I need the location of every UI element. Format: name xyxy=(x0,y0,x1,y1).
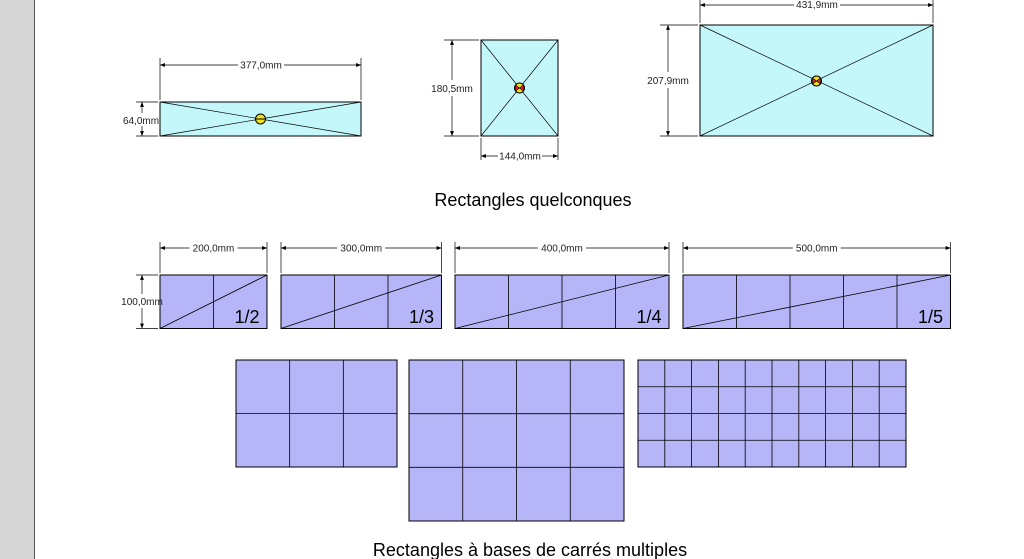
fraction-width-label: 300,0mm xyxy=(340,244,382,255)
center-marker-icon xyxy=(515,84,524,92)
fraction-label: 1/5 xyxy=(918,307,943,327)
fraction-diagonal xyxy=(682,274,951,329)
rect1-width-label: 377,0mm xyxy=(240,61,282,72)
fraction-width-label: 200,0mm xyxy=(193,244,235,255)
fraction-width-label: 400,0mm xyxy=(541,244,583,255)
rect3-group: 431,9mm 207,9mm xyxy=(647,0,934,137)
fraction-width-label: 500,0mm xyxy=(796,244,838,255)
fraction-height-label: 100,0mm xyxy=(121,297,163,308)
rect2-height-label: 180,5mm xyxy=(431,84,473,95)
fraction-label: 1/4 xyxy=(636,307,661,327)
fraction-diagonal xyxy=(159,274,268,329)
rect1-group: 377,0mm 64,0mm xyxy=(123,58,362,137)
fraction-diagonal xyxy=(454,274,670,329)
center-marker-icon xyxy=(812,77,821,85)
section1-title: Rectangles quelconques xyxy=(434,190,631,210)
left-margin xyxy=(0,0,35,559)
rect1-height-label: 64,0mm xyxy=(123,116,159,127)
fraction-label: 1/3 xyxy=(409,307,434,327)
multiple-square-grids xyxy=(235,359,907,522)
rect2-group: 180,5mm 144,0mm xyxy=(431,39,559,163)
rect3-height-label: 207,9mm xyxy=(647,76,689,87)
section3-title: Rectangles à bases de carrés multiples xyxy=(373,540,687,559)
fraction-diagonal xyxy=(280,274,442,329)
fraction-rectangles: 1/2 200,0mm 1/3 300,0mm 1/4 400,0mm 1/5 500,0mm… xyxy=(121,242,951,329)
rect3-width-label: 431,9mm xyxy=(796,0,838,11)
fraction-label: 1/2 xyxy=(234,307,259,327)
rect2-width-label: 144,0mm xyxy=(499,152,541,163)
